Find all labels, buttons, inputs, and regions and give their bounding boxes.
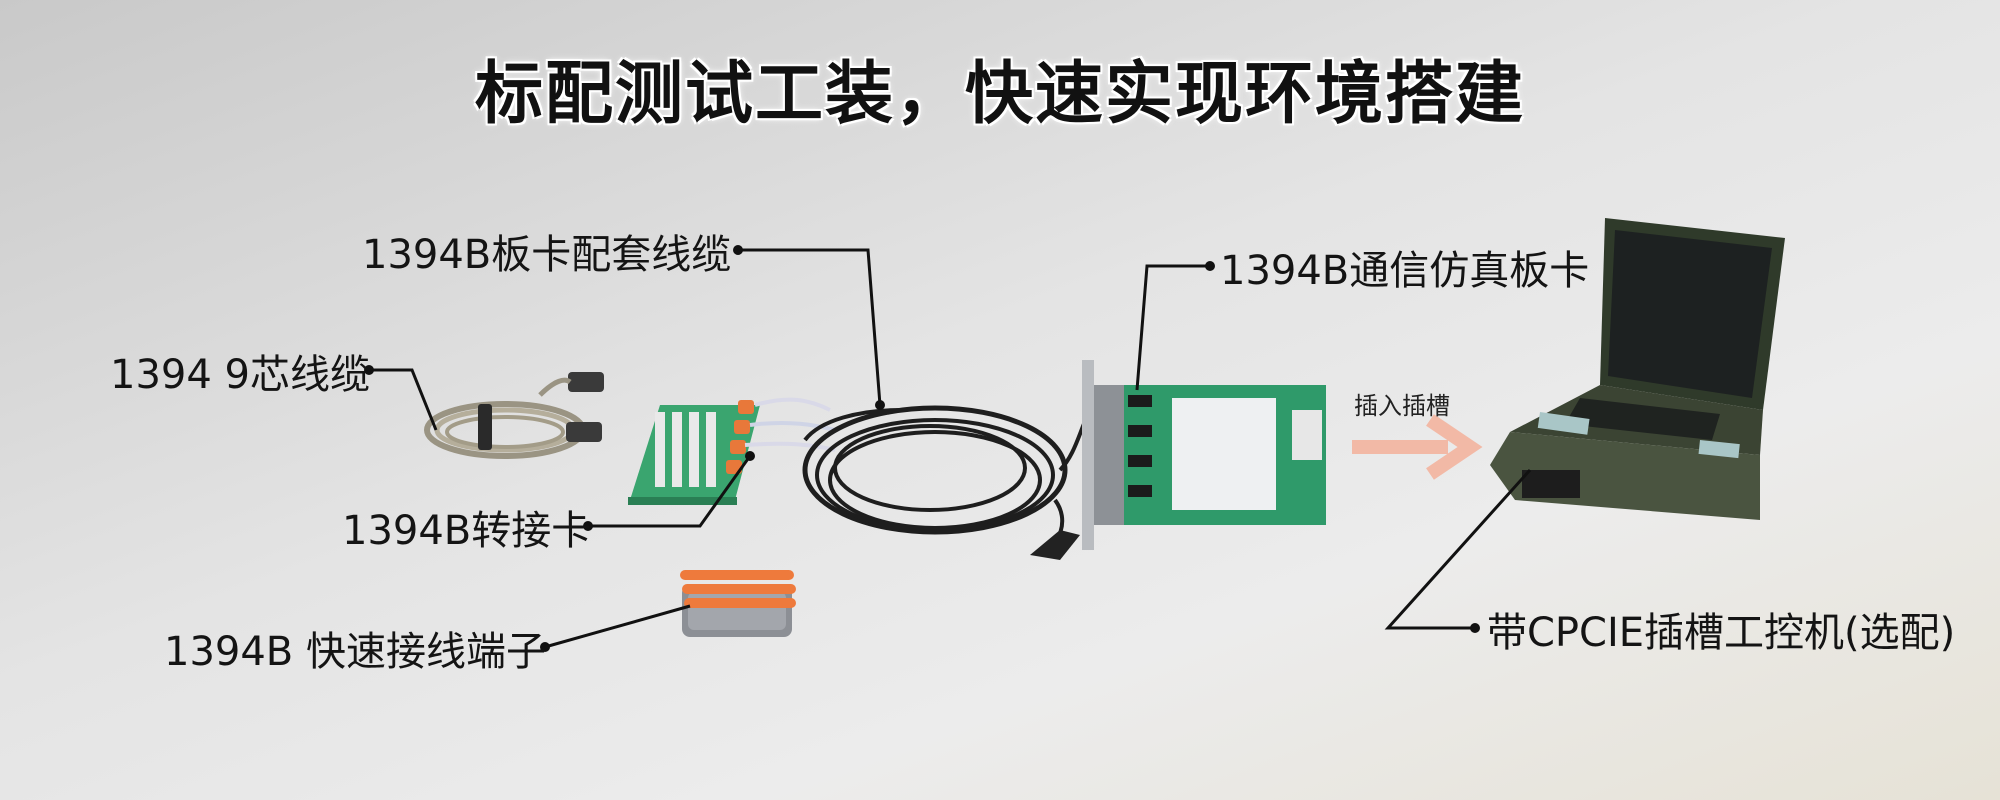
leader-line-ipc <box>1384 468 1532 630</box>
adapter-card-image <box>628 397 836 505</box>
label-adapter-card: 1394B转接卡 <box>342 508 592 554</box>
callout-dot <box>733 245 743 255</box>
callout-dot <box>583 521 593 531</box>
callout-dot <box>875 400 885 410</box>
callout-dot <box>1470 623 1480 633</box>
page-title: 标配测试工装，快速实现环境搭建 <box>474 55 1525 134</box>
label-insert-slot: 插入插槽 <box>1354 392 1450 420</box>
leader-line-terminal <box>544 604 691 649</box>
industrial-pc-image <box>1490 218 1785 520</box>
leader-line-adapter <box>588 455 752 528</box>
callout-dot <box>1205 261 1215 271</box>
callout-dot <box>364 365 374 375</box>
leader-line-sim-card <box>1135 264 1210 391</box>
label-quick-terminal: 1394B 快速接线端子 <box>164 629 546 675</box>
sim-card-image <box>1030 360 1326 560</box>
leader-line-cable-set <box>738 248 882 406</box>
cable-set-image <box>802 405 1090 557</box>
label-industrial-pc: 带CPCIE插槽工控机(选配) <box>1487 610 1956 656</box>
insert-arrow-icon <box>1352 414 1483 480</box>
quick-terminal-image <box>680 570 796 637</box>
callout-dot <box>745 451 755 461</box>
nine-core-cable-image <box>424 372 604 459</box>
label-nine-core-cable: 1394 9芯线缆 <box>110 352 370 398</box>
leader-line-nine-core <box>369 368 438 431</box>
callout-dot <box>540 642 550 652</box>
label-cable-set: 1394B板卡配套线缆 <box>362 232 732 278</box>
label-sim-card: 1394B通信仿真板卡 <box>1220 248 1590 294</box>
